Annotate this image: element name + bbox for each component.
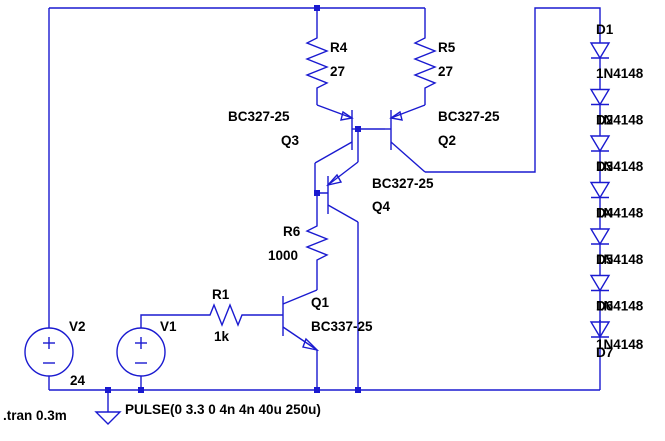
r1-value-label: 1k <box>214 329 230 344</box>
voltage-source-v1[interactable] <box>116 327 166 377</box>
r6-value-label: 1000 <box>268 248 298 263</box>
voltage-source-v2[interactable] <box>24 327 74 377</box>
diode-d6-ref-label: D6 <box>596 299 614 314</box>
diode-d2-model-label: 1N4148 <box>596 113 644 128</box>
diode-d7-ref-label: D7 <box>596 345 613 360</box>
diode-d1-model-label: 1N4148 <box>596 66 644 81</box>
q2-model-label: BC327-25 <box>438 109 500 124</box>
v2-value-label: 24 <box>70 373 86 388</box>
r5-ref-label: R5 <box>438 40 456 55</box>
r4-value-label: 27 <box>330 64 345 79</box>
r1-ref-label: R1 <box>212 287 230 302</box>
v1-value-label: PULSE(0 3.3 0 4n 4n 40u 250u) <box>125 402 321 417</box>
diode-d2-ref-label: D2 <box>596 113 613 128</box>
diode-labels: D11N4148D21N4148D31N4148D41N4148D51N4148… <box>596 22 644 360</box>
diode-d6[interactable] <box>589 274 611 323</box>
q4-ref-label: Q4 <box>372 199 391 214</box>
r4-ref-label: R4 <box>330 40 348 55</box>
diode-d3-model-label: 1N4148 <box>596 159 644 174</box>
diode-chain <box>589 42 611 339</box>
v1-ref-label: V1 <box>160 319 177 334</box>
transistor-q3[interactable] <box>314 104 358 164</box>
transistor-q4[interactable] <box>325 155 359 223</box>
diode-d1-ref-label: D1 <box>596 22 614 37</box>
diode-d3[interactable] <box>589 135 611 183</box>
q1-ref-label: Q1 <box>311 295 330 310</box>
transistor-q2[interactable] <box>385 104 426 173</box>
diode-d5[interactable] <box>589 228 611 276</box>
resistor-r5[interactable] <box>413 28 437 95</box>
diode-d4-ref-label: D4 <box>596 206 614 221</box>
q4-model-label: BC327-25 <box>372 176 434 191</box>
resistor-r6[interactable] <box>305 220 329 265</box>
diode-d5-ref-label: D5 <box>596 252 614 267</box>
diode-d2[interactable] <box>589 88 611 137</box>
v2-ref-label: V2 <box>69 319 86 334</box>
diode-d6-model-label: 1N4148 <box>596 299 644 314</box>
resistor-r1[interactable] <box>205 303 245 327</box>
junctions <box>105 5 361 393</box>
tran-directive: .tran 0.3m <box>3 408 67 423</box>
q3-ref-label: Q3 <box>281 133 300 148</box>
transistor-q1[interactable] <box>282 289 320 352</box>
diode-d7-model-label: 1N4148 <box>596 337 644 352</box>
diode-d4-model-label: 1N4148 <box>596 206 644 221</box>
diode-d7[interactable] <box>589 320 611 339</box>
q2-ref-label: Q2 <box>438 133 456 148</box>
diode-d1[interactable] <box>589 42 611 90</box>
diode-d5-model-label: 1N4148 <box>596 252 644 267</box>
diode-d4[interactable] <box>589 181 611 230</box>
diode-d3-ref-label: D3 <box>596 159 614 174</box>
ground-icon <box>94 411 122 425</box>
resistor-r4[interactable] <box>305 28 329 95</box>
r5-value-label: 27 <box>438 64 453 79</box>
r6-ref-label: R6 <box>283 224 301 239</box>
q3-model-label: BC327-25 <box>228 109 290 124</box>
q1-model-label: BC337-25 <box>311 319 373 334</box>
